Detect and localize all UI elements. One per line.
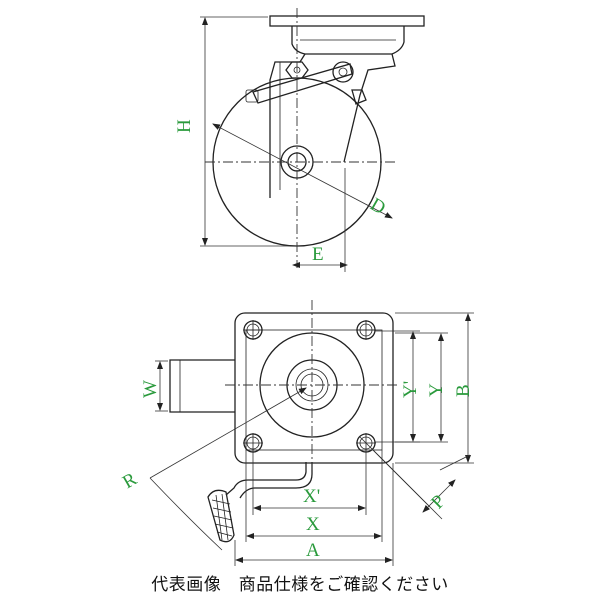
fork [269,53,396,198]
label-P: P [427,491,449,513]
brake-arm [225,462,313,499]
bolt-holes [243,320,376,453]
plan-view: W R Y' Y B X' X A [119,300,474,566]
caption-text: 代表画像 商品仕様をご確認ください [151,575,449,595]
wheel-stub [169,359,235,413]
label-W: W [140,380,161,398]
top-plate [269,15,425,27]
label-E: E [312,244,324,265]
label-Y-prime: Y' [400,381,421,398]
brake-lever [252,63,353,104]
mounting-plate [234,312,394,464]
label-X: X [306,514,320,535]
label-Y: Y [426,383,447,397]
label-A: A [306,540,320,561]
label-D: D [367,194,389,219]
brake-pedal [207,489,235,543]
label-X-prime: X' [303,486,320,507]
swivel-head [291,26,405,55]
side-view: H D E [174,8,425,272]
label-B: B [453,384,474,397]
label-R: R [119,469,141,494]
brake-pivot [332,61,354,83]
label-H: H [174,119,195,133]
